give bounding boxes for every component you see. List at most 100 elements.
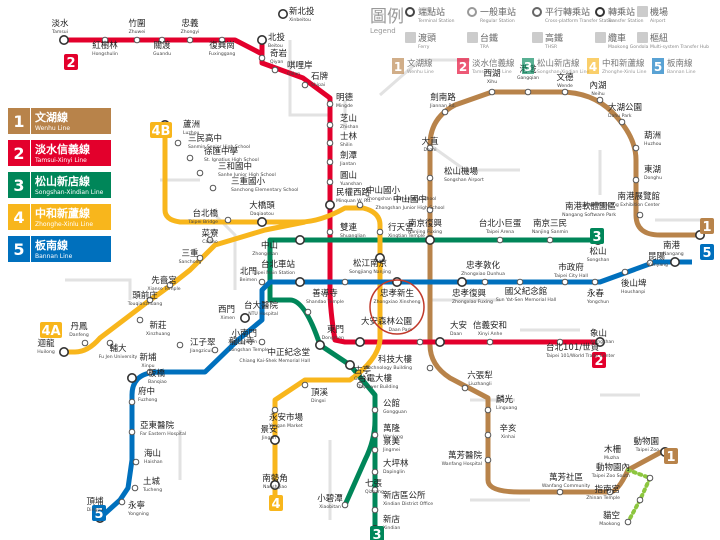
station-name-en: Xiangshan (590, 339, 614, 345)
station-name-zh: 國父紀念館 (505, 286, 548, 297)
station-name-zh: 三和國中 (218, 161, 252, 172)
station-name-zh: 關渡 (153, 40, 171, 51)
station-name-en: Jingan (261, 435, 276, 441)
station-dot (301, 381, 309, 389)
station-name-en: Taipei Nangang Exhibition Center (582, 202, 660, 208)
station-name-zh: 東湖 (644, 164, 661, 175)
station-name-zh: 大安 (450, 320, 467, 331)
station-name-en: Taipei Main Station (251, 270, 295, 276)
station-name-en: Sun Yat-Sen Memorial Hall (496, 297, 556, 303)
station-dot (324, 200, 335, 211)
station-name-en: Taipei Arena (485, 229, 514, 235)
station-dot (326, 228, 334, 236)
side-legend-number: 5 (13, 240, 24, 259)
station-dot (118, 498, 126, 506)
station-name-en: Xinhai (501, 434, 515, 440)
station-name-en: Yongchun (586, 299, 609, 305)
station-name-zh: 台北101/世貿 (546, 342, 599, 353)
station-dot (326, 139, 334, 147)
station-name-en: Fuxinggang (209, 51, 236, 57)
station-name-zh: 大坪林 (383, 458, 409, 469)
station-name-zh: 南京復興 (408, 218, 443, 229)
station-name-en: St. Ignatius High School (204, 157, 259, 163)
station-name-zh: 小碧潭 (317, 493, 343, 504)
legend-item-label: 機場 (650, 6, 668, 18)
station-name-zh: 大直 (421, 136, 439, 147)
station-name-zh: 南港軟體園區 (565, 201, 616, 212)
station-name-zh: 中山國中 (393, 194, 427, 205)
station-name-en: Houshanpi (621, 289, 645, 295)
station-name-zh: 南勢角 (262, 473, 288, 484)
station-name-en: Xiaobitan (319, 504, 341, 510)
station-name-zh: 新莊 (149, 320, 167, 331)
station-dot (166, 281, 174, 289)
highlight-circle (369, 279, 425, 335)
station-name-zh: 頭前庄 (132, 290, 158, 301)
station-name-zh: 松山機場 (444, 166, 479, 177)
station-name-zh: 明德 (336, 92, 354, 103)
station-name-zh: 新埔 (139, 352, 157, 363)
station-name-zh: 松山 (589, 246, 606, 257)
station-name-zh: 南港展覽館 (617, 191, 660, 202)
station-name-zh: 江子翠 (190, 338, 216, 348)
station-dot (561, 88, 569, 96)
station-name-zh: 松江南京 (353, 258, 387, 269)
legend-item-label: 平行轉乘站 (545, 6, 590, 18)
terminal-badge-dingpu: 5 (92, 505, 106, 522)
station-dot (484, 431, 492, 439)
station-name-en: Yongning (127, 511, 149, 517)
station-dot (524, 88, 532, 96)
station-name-zh: 海山 (144, 448, 161, 459)
station-dot (211, 346, 219, 354)
station-name-zh: 新北投 (289, 6, 315, 17)
station-dot (106, 339, 114, 347)
legend-line-number: 3 (524, 60, 532, 74)
station-name-en: Jingmei (382, 447, 400, 453)
legend-line-en: Tamsui-Xinyi Line (471, 69, 512, 75)
station-dot (434, 336, 445, 347)
station-name-zh: 雙連 (340, 222, 358, 233)
station-name-en: Zhuwei (129, 29, 146, 35)
legend-line-name: 板南線 (667, 58, 693, 69)
terminal-badge-label: 1 (702, 220, 711, 235)
station-name-zh: 木柵 (604, 444, 622, 455)
station-dot (131, 484, 139, 492)
terminal-badge-xindian: 3 (370, 526, 384, 540)
station-name-en: Nanshijiao (263, 484, 287, 490)
station-name-zh: 內湖 (589, 81, 606, 91)
station-name-en: Zhinan Temple (586, 495, 620, 501)
station-dot (186, 36, 194, 44)
station-dot (128, 428, 136, 436)
station-name-zh: 動物園內 (596, 462, 630, 473)
line-green-songshan-xindian (267, 237, 598, 530)
station-name-en: Beimen (240, 277, 258, 283)
station-name-zh: 小南門 (231, 328, 257, 339)
station-name-en: Nangang Software Park (562, 212, 616, 218)
station-name-en: Mingde (336, 103, 353, 109)
station-name-en: Xihu (487, 79, 497, 85)
station-name-zh: 後山埤 (621, 278, 647, 289)
